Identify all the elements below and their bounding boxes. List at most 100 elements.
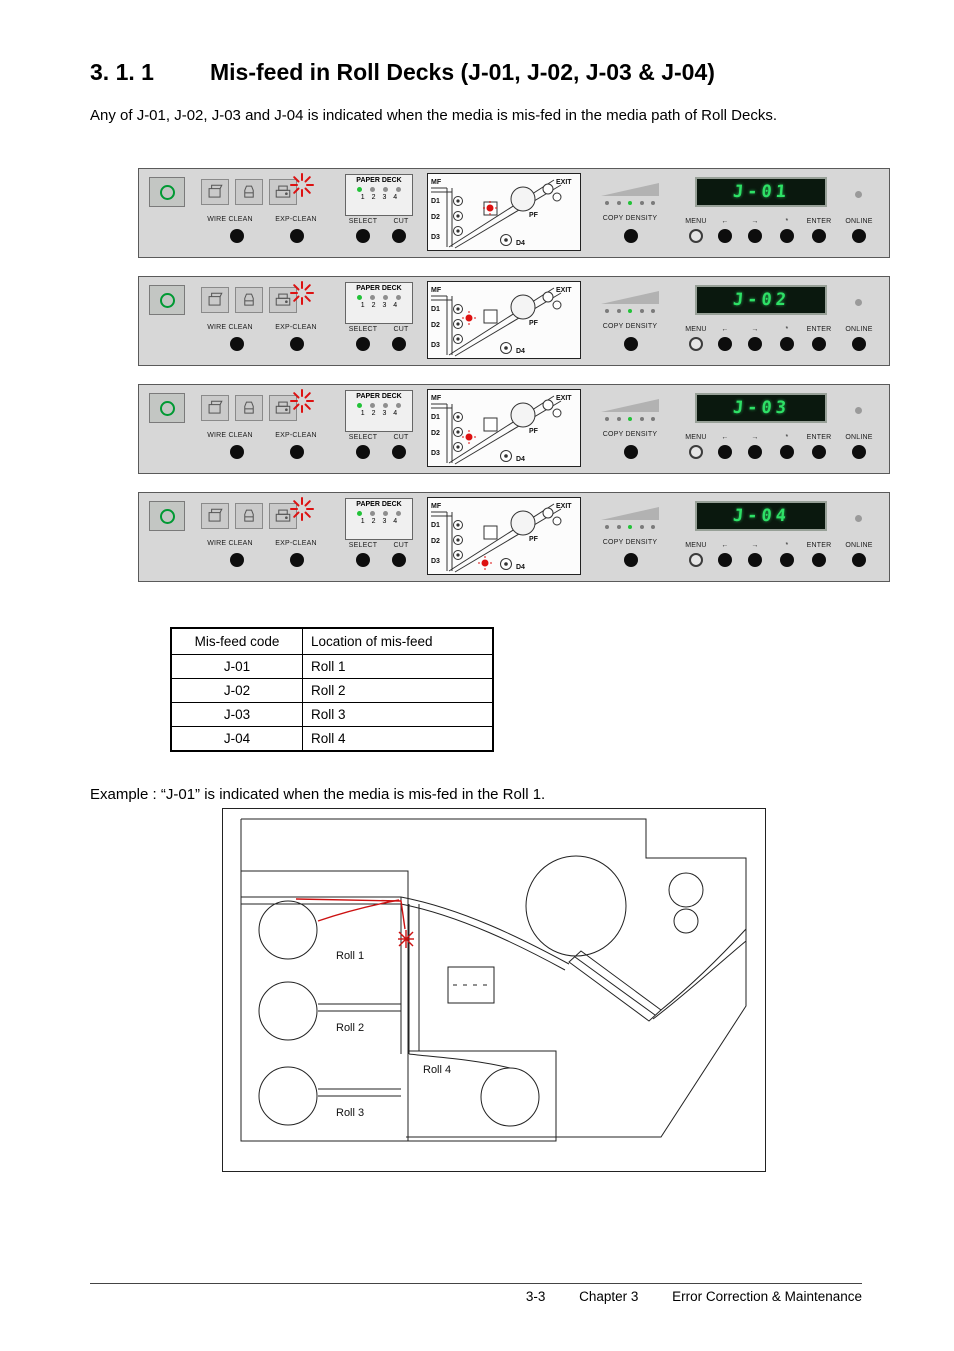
exit-label: EXIT — [556, 179, 572, 186]
printer-icon — [269, 503, 297, 529]
menu-button — [689, 445, 703, 459]
pf-label: PF — [529, 212, 539, 219]
page-title: 3. 1. 1 Mis-feed in Roll Decks (J-01, J-… — [90, 59, 715, 86]
density-led — [605, 417, 609, 421]
status-display: J-03 — [695, 393, 827, 423]
table-header-location: Location of mis-feed — [302, 627, 494, 655]
menu-button — [689, 337, 703, 351]
density-led — [616, 525, 621, 529]
copy-density-button — [624, 553, 638, 567]
deck-led-4 — [396, 295, 401, 300]
printer-icon — [269, 179, 297, 205]
density-led — [651, 417, 655, 421]
misfeed-indicator — [462, 430, 476, 444]
wire-clean-button — [230, 445, 244, 459]
cutter-shape — [447, 966, 495, 1004]
roll-4-shape — [480, 1067, 540, 1127]
density-led — [639, 417, 644, 421]
power-button — [149, 393, 185, 423]
density-led — [605, 201, 609, 205]
misfeed-code-cell: J-03 — [170, 702, 303, 727]
wire-clean-label: WIRE CLEAN — [207, 324, 253, 331]
select-label: SELECT — [348, 434, 378, 441]
indicator-led — [855, 191, 862, 198]
density-led — [616, 417, 621, 421]
d2-label: D2 — [431, 322, 440, 329]
misfeed-code-cell: J-04 — [170, 726, 303, 752]
enter-button — [812, 553, 826, 567]
misfeed-location-cell: Roll 2 — [302, 678, 494, 703]
star-label: * — [785, 434, 789, 441]
select-button — [356, 229, 370, 243]
cut-button — [392, 445, 406, 459]
d1-label: D1 — [431, 522, 440, 529]
star-button — [780, 229, 794, 243]
mf-label: MF — [431, 179, 442, 186]
alarm-blink-icon — [290, 281, 314, 305]
left-button — [718, 553, 732, 567]
copy-density-button — [624, 229, 638, 243]
paper-deck-panel: PAPER DECK 1 2 3 4 — [345, 390, 413, 432]
misfeed-indicator — [483, 201, 497, 215]
indicator-led — [855, 407, 862, 414]
star-label: * — [785, 326, 789, 333]
paper-deck-leds — [346, 403, 412, 408]
d4-label: D4 — [516, 348, 525, 355]
online-label: ONLINE — [845, 218, 873, 225]
exit-label: EXIT — [556, 287, 572, 294]
paper-deck-label: PAPER DECK — [356, 177, 402, 184]
d4-label: D4 — [516, 456, 525, 463]
example-text: Example : “J-01” is indicated when the m… — [90, 786, 546, 803]
deck-led-4 — [396, 187, 401, 192]
exit-label: EXIT — [556, 395, 572, 402]
exp-clean-button — [290, 337, 304, 351]
wire-clean-label: WIRE CLEAN — [207, 432, 253, 439]
pf-label: PF — [529, 536, 539, 543]
star-button — [780, 337, 794, 351]
paper-deck-label: PAPER DECK — [356, 393, 402, 400]
jam-marker-icon — [398, 930, 414, 948]
star-button — [780, 553, 794, 567]
enter-label: ENTER — [806, 434, 832, 441]
roll-3-label: Roll 3 — [336, 1107, 364, 1119]
right-button — [748, 229, 762, 243]
copy-density-label: COPY DENSITY — [602, 323, 658, 330]
star-button — [780, 445, 794, 459]
left-arrow-label: ← — [721, 434, 729, 441]
density-led — [616, 309, 621, 313]
cut-label: CUT — [393, 434, 409, 441]
online-button — [852, 229, 866, 243]
exp-clean-label: EXP-CLEAN — [275, 432, 317, 439]
roll-1-label: Roll 1 — [336, 950, 364, 962]
deck-numbers: 1 2 3 4 — [360, 518, 398, 525]
paper-deck-panel: PAPER DECK 1 2 3 4 — [345, 498, 413, 540]
right-arrow-label: → — [751, 218, 759, 225]
wire-clean-button — [230, 553, 244, 567]
menu-button — [689, 553, 703, 567]
footer-divider — [90, 1283, 862, 1284]
left-arrow-label: ← — [721, 542, 729, 549]
enter-label: ENTER — [806, 542, 832, 549]
status-display: J-04 — [695, 501, 827, 531]
misfed-path — [295, 898, 406, 930]
enter-label: ENTER — [806, 326, 832, 333]
cut-button — [392, 337, 406, 351]
display-code: J-04 — [731, 506, 791, 526]
table-header-code: Mis-feed code — [170, 627, 303, 655]
copy-density-button — [624, 337, 638, 351]
density-led — [628, 525, 632, 529]
exp-clean-label: EXP-CLEAN — [275, 216, 317, 223]
density-leds — [601, 201, 659, 205]
toner-bottle-icon — [235, 395, 263, 421]
deck-led-1 — [357, 295, 362, 300]
online-label: ONLINE — [845, 326, 873, 333]
star-label: * — [785, 542, 789, 549]
cut-button — [392, 553, 406, 567]
online-button — [852, 553, 866, 567]
right-button — [748, 337, 762, 351]
paper-deck-leds — [346, 187, 412, 192]
footer-chapter: Chapter 3 — [579, 1289, 639, 1304]
power-icon — [159, 292, 175, 308]
